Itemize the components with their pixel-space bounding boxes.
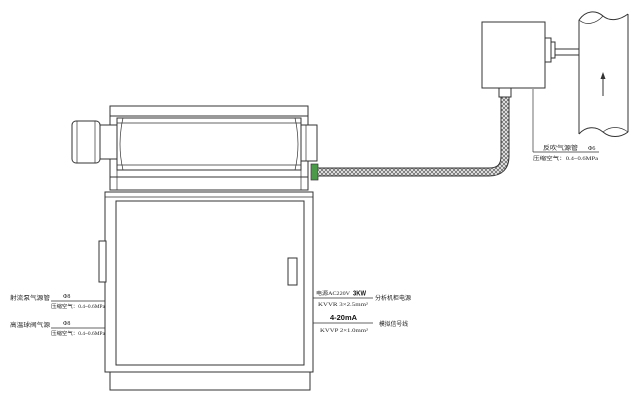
probe-flange <box>544 37 552 63</box>
door-handle <box>287 257 298 286</box>
signal-cable-annotation: 4-20mA KVVP 2×1.0mm² 模拟信号线 <box>313 315 408 334</box>
left-end-cap <box>71 120 101 164</box>
backflush-label: 反吹气源管 <box>543 144 578 152</box>
pipe-top-break <box>578 11 629 21</box>
signal-cable-label: 模拟信号线 <box>379 320 408 328</box>
power-spec: 电源AC220V <box>316 289 350 297</box>
air-supply-medium: 压缩空气：0.4~0.6MPa <box>51 302 106 310</box>
air-supply-label: 射流泵气源管 <box>10 294 50 302</box>
signal-spec: 4-20mA <box>330 315 357 322</box>
air-supply-medium: 压缩空气：0.4~0.6MPa <box>51 329 106 337</box>
air-supply-size: Φ8 <box>63 321 70 327</box>
jet-pump-air-annotation: 射流泵气源管 Φ8 压缩空气：0.4~0.6MPa <box>10 294 106 310</box>
filter-cylinder-right-curve <box>294 117 299 171</box>
cabinet-side-box <box>98 240 107 283</box>
ball-valve-air-annotation: 高温球阀气源 Φ8 压缩空气：0.4~0.6MPa <box>10 321 106 337</box>
analyzer-cabinet <box>98 191 314 391</box>
cabinet-door <box>115 200 305 366</box>
sampling-probe <box>481 21 579 98</box>
heated-sample-line <box>318 97 510 177</box>
backflush-annotation: 反吹气源管 Φ6 压缩空气：0.4~0.6MPa <box>532 89 599 162</box>
filter-cylinder-left-curve <box>119 117 124 171</box>
pipe-top-break-inner <box>578 15 604 24</box>
backflush-medium: 压缩空气：0.4~0.6MPa <box>533 154 599 162</box>
probe-box <box>481 21 546 89</box>
heated-filter-unit <box>71 105 319 191</box>
outlet-connector <box>310 163 319 181</box>
probe-flange-gasket <box>550 41 556 59</box>
pipe-bottom-break <box>578 127 629 137</box>
left-flange <box>98 124 118 160</box>
power-cable-type: KVVR 3×2.5mm² <box>318 302 369 308</box>
air-supply-label: 高温球阀气源 <box>10 321 50 329</box>
probe-hose-connector <box>498 87 512 98</box>
signal-cable-type: KVVP 2×1.0mm² <box>320 328 369 334</box>
cabinet-base <box>109 371 311 391</box>
sample-line-braid <box>318 97 509 176</box>
arrow-up-icon <box>600 72 606 96</box>
filter-cylinder <box>116 117 302 171</box>
backflush-size: Φ6 <box>588 146 595 152</box>
power-cable-annotation: 电源AC220V 3KW KVVR 3×2.5mm² 分析机柜电源 <box>313 289 411 308</box>
process-pipe <box>578 11 629 137</box>
power-rating: 3KW <box>353 291 366 298</box>
power-cable-label: 分析机柜电源 <box>375 294 411 302</box>
sample-line-outline <box>318 97 510 177</box>
pipe-bottom-break-inner <box>602 127 629 133</box>
air-supply-size: Φ8 <box>63 294 70 300</box>
right-flange <box>300 124 318 162</box>
